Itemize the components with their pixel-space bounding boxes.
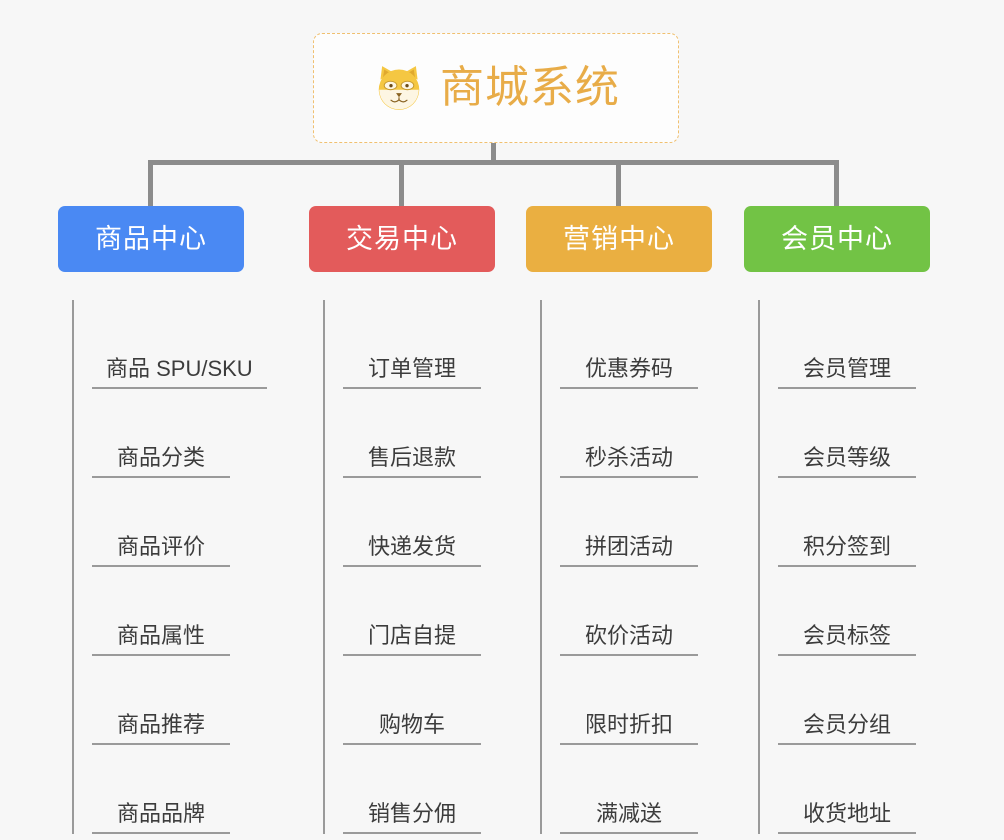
connector-root-stem [491, 143, 496, 165]
leaf-list-2: 订单管理 售后退款 快递发货 门店自提 购物车 销售分佣 [323, 300, 495, 834]
shiba-dog-face-icon [378, 66, 420, 110]
list-item[interactable]: 会员等级 [760, 389, 930, 478]
leaf-label: 快递发货 [343, 534, 481, 567]
leaf-list-3: 优惠券码 秒杀活动 拼团活动 砍价活动 限时折扣 满减送 [540, 300, 712, 834]
branch-column-3: 营销中心 优惠券码 秒杀活动 拼团活动 砍价活动 限时折扣 满减送 [526, 206, 712, 834]
root-title: 商城系统 [440, 63, 620, 112]
list-item[interactable]: 会员管理 [760, 300, 930, 389]
list-item[interactable]: 快递发货 [325, 478, 495, 567]
category-box-3[interactable]: 营销中心 [526, 206, 712, 272]
connector-drop-1 [148, 160, 153, 206]
category-label-4: 会员中心 [781, 223, 893, 254]
leaf-label: 积分签到 [778, 534, 916, 567]
category-box-1[interactable]: 商品中心 [58, 206, 244, 272]
list-item[interactable]: 商品 SPU/SKU [74, 300, 267, 389]
branch-column-2: 交易中心 订单管理 售后退款 快递发货 门店自提 购物车 销售分佣 [309, 206, 495, 834]
list-item[interactable]: 会员标签 [760, 567, 930, 656]
leaf-list-4: 会员管理 会员等级 积分签到 会员标签 会员分组 收货地址 [758, 300, 930, 834]
list-item[interactable]: 优惠券码 [542, 300, 712, 389]
list-item[interactable]: 订单管理 [325, 300, 495, 389]
leaf-label: 商品推荐 [92, 712, 230, 745]
leaf-label: 优惠券码 [560, 356, 698, 389]
leaf-label: 会员管理 [778, 356, 916, 389]
list-item[interactable]: 购物车 [325, 656, 495, 745]
leaf-label: 收货地址 [778, 801, 916, 834]
category-label-3: 营销中心 [563, 223, 675, 254]
leaf-label: 商品分类 [92, 445, 230, 478]
list-item[interactable]: 商品推荐 [74, 656, 267, 745]
list-item[interactable]: 门店自提 [325, 567, 495, 656]
list-item[interactable]: 销售分佣 [325, 745, 495, 834]
connector-drop-3 [616, 160, 621, 206]
leaf-label: 门店自提 [343, 623, 481, 656]
leaf-label: 砍价活动 [560, 623, 698, 656]
connector-drop-2 [399, 160, 404, 206]
list-item[interactable]: 会员分组 [760, 656, 930, 745]
leaf-label: 会员分组 [778, 712, 916, 745]
leaf-label: 商品 SPU/SKU [92, 356, 267, 389]
list-item[interactable]: 砍价活动 [542, 567, 712, 656]
list-item[interactable]: 商品品牌 [74, 745, 267, 834]
root-node[interactable]: 商城系统 [313, 33, 679, 143]
list-item[interactable]: 商品分类 [74, 389, 267, 478]
leaf-label: 商品品牌 [92, 801, 230, 834]
list-item[interactable]: 售后退款 [325, 389, 495, 478]
leaf-label: 秒杀活动 [560, 445, 698, 478]
leaf-label: 购物车 [343, 712, 481, 745]
list-item[interactable]: 拼团活动 [542, 478, 712, 567]
category-box-4[interactable]: 会员中心 [744, 206, 930, 272]
list-item[interactable]: 收货地址 [760, 745, 930, 834]
leaf-label: 满减送 [560, 801, 698, 834]
leaf-label: 售后退款 [343, 445, 481, 478]
branch-column-1: 商品中心 商品 SPU/SKU 商品分类 商品评价 商品属性 商品推荐 商品品牌 [58, 206, 267, 834]
list-item[interactable]: 秒杀活动 [542, 389, 712, 478]
leaf-label: 订单管理 [343, 356, 481, 389]
branch-column-4: 会员中心 会员管理 会员等级 积分签到 会员标签 会员分组 收货地址 [744, 206, 930, 834]
category-box-2[interactable]: 交易中心 [309, 206, 495, 272]
leaf-label: 会员标签 [778, 623, 916, 656]
list-item[interactable]: 积分签到 [760, 478, 930, 567]
list-item[interactable]: 商品评价 [74, 478, 267, 567]
leaf-label: 拼团活动 [560, 534, 698, 567]
leaf-label: 会员等级 [778, 445, 916, 478]
list-item[interactable]: 限时折扣 [542, 656, 712, 745]
list-item[interactable]: 商品属性 [74, 567, 267, 656]
leaf-label: 商品属性 [92, 623, 230, 656]
category-label-2: 交易中心 [346, 223, 458, 254]
leaf-label: 限时折扣 [560, 712, 698, 745]
category-label-1: 商品中心 [95, 223, 207, 254]
leaf-list-1: 商品 SPU/SKU 商品分类 商品评价 商品属性 商品推荐 商品品牌 [72, 300, 267, 834]
connector-horizontal-bus [148, 160, 839, 165]
leaf-label: 销售分佣 [343, 801, 481, 834]
connector-drop-4 [834, 160, 839, 206]
list-item[interactable]: 满减送 [542, 745, 712, 834]
leaf-label: 商品评价 [92, 534, 230, 567]
